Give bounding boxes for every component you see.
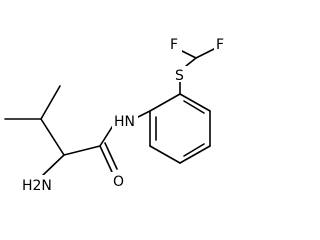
alpha-amine-bond xyxy=(41,154,65,177)
sulfur-label: S xyxy=(175,68,184,84)
ring-double-bond-2 xyxy=(183,143,205,157)
fluorine-label-left: F xyxy=(170,37,178,53)
carbonyl-oxygen-bond-1 xyxy=(99,145,113,173)
sulfur-carbon-bond xyxy=(185,57,197,67)
beta-methyl-bond-2 xyxy=(40,85,61,120)
ring-bond-6 xyxy=(149,93,181,112)
carbonyl-alpha-bond xyxy=(63,145,101,156)
ring-double-bond-1 xyxy=(183,100,205,114)
chemical-structure-diagram: F F S HN H2N O xyxy=(4,36,228,194)
oxygen-label: O xyxy=(113,174,124,190)
ring-bond-3 xyxy=(179,145,211,164)
ring-bond-1 xyxy=(179,93,211,112)
nitrogen-carbonyl-bond xyxy=(99,123,115,147)
carbonyl-oxygen-bond-2 xyxy=(104,142,118,170)
fluorine-label-right: F xyxy=(216,37,224,53)
amine-label: H2N xyxy=(22,178,52,194)
atom-labels: F F S HN H2N O xyxy=(20,36,228,194)
alpha-beta-bond xyxy=(40,118,65,156)
benzene-ring xyxy=(149,93,211,164)
carbon-fluorine-bond-right xyxy=(195,47,217,59)
ring-nitrogen-bond xyxy=(135,110,151,119)
aminoamide-chain xyxy=(4,85,151,177)
amide-nitrogen-label: HN xyxy=(114,114,135,130)
ring-bond-4 xyxy=(149,145,181,164)
